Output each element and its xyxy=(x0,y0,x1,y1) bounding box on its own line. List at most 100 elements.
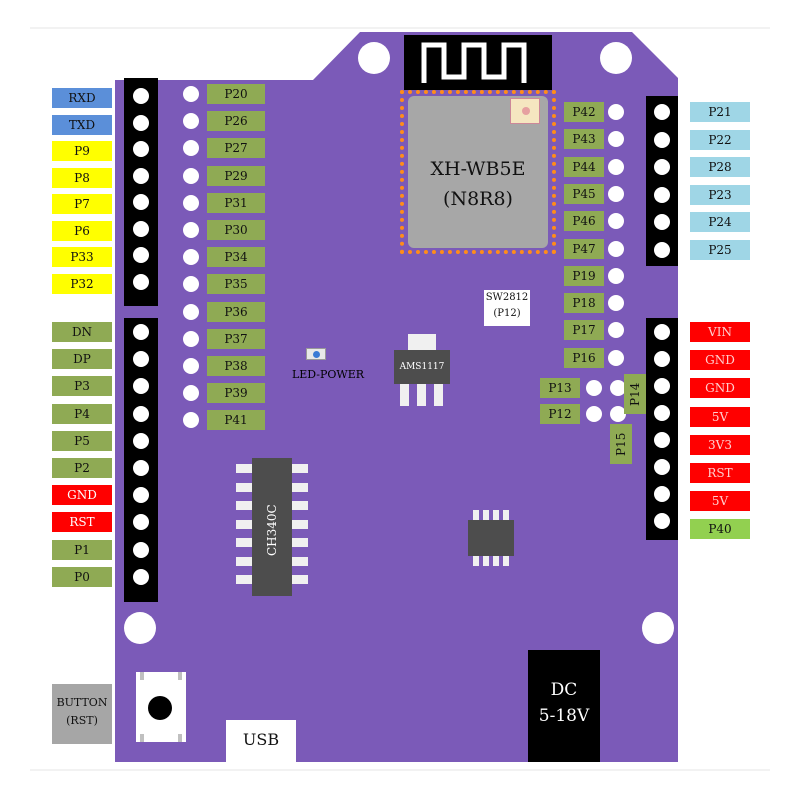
pin-label-p17: P17 xyxy=(564,320,604,341)
dc-label-line2: 5-18V xyxy=(538,706,590,726)
small-chip-leg-bottom xyxy=(503,556,509,566)
inner-left-pin xyxy=(183,194,199,211)
left-label-p32: P32 xyxy=(52,273,112,294)
center-right-pin xyxy=(608,213,624,230)
left-bottom-pin xyxy=(133,514,149,531)
left-top-pin xyxy=(133,114,149,131)
right-label-rst-5: RST xyxy=(690,463,750,483)
pin-label-p46: P46 xyxy=(564,211,604,232)
left-top-header xyxy=(124,78,158,306)
right-label-p21: P21 xyxy=(690,102,750,122)
ch340c-leg-right xyxy=(292,501,308,510)
right-bottom-pin xyxy=(654,378,670,394)
pin-label-p38: P38 xyxy=(207,356,265,376)
right-bottom-pin xyxy=(654,459,670,475)
left-bottom-pin xyxy=(133,378,149,395)
inner-left-pin xyxy=(183,249,199,266)
right-bottom-pin xyxy=(654,405,670,421)
p13-p12-pin-b xyxy=(610,380,626,396)
left-bottom-pin xyxy=(133,487,149,504)
pin-label-p35: P35 xyxy=(207,274,265,295)
right-label-p24: P24 xyxy=(690,212,750,232)
led-power-label: LED-POWER xyxy=(291,368,365,381)
small-chip-leg-bottom xyxy=(483,556,489,566)
right-label-p22: P22 xyxy=(690,129,750,150)
ch340c-leg-left xyxy=(236,501,252,510)
inner-left-pin xyxy=(183,113,199,130)
reset-button-cap-icon xyxy=(148,696,172,720)
inner-left-pin xyxy=(183,167,199,184)
left-bottom-pin xyxy=(133,351,149,368)
left-top-pin xyxy=(133,167,149,184)
left-label-txd: TXD xyxy=(52,114,112,135)
pin-label-p29: P29 xyxy=(207,165,265,186)
pin-label-p18: P18 xyxy=(564,293,604,314)
p13-p12-pin-a xyxy=(586,380,602,396)
right-bottom-pin xyxy=(654,486,670,502)
pin-label-p27: P27 xyxy=(207,138,265,159)
left-label-gnd-6: GND xyxy=(52,485,112,506)
right-bottom-pin xyxy=(654,432,670,448)
right-label-p23: P23 xyxy=(690,184,750,205)
sw2812-label-line1: SW2812 xyxy=(485,292,529,303)
small-chip-leg-bottom xyxy=(473,556,479,566)
regulator-leg-1 xyxy=(400,384,409,406)
left-label-p1-8: P1 xyxy=(52,539,112,560)
pin-label-p19: P19 xyxy=(564,265,604,286)
left-top-pin xyxy=(133,247,149,263)
small-chip-leg-top xyxy=(503,510,509,520)
left-label-p4-3: P4 xyxy=(52,403,112,424)
right-top-header xyxy=(646,96,678,266)
inner-left-pin xyxy=(183,276,199,293)
usb-port xyxy=(226,720,296,762)
ch340c-leg-right xyxy=(292,482,308,492)
regulator-tab xyxy=(408,334,436,352)
left-label-p6: P6 xyxy=(52,220,112,241)
button-label-box xyxy=(52,684,112,744)
ch340c-label: CH340C xyxy=(265,504,279,556)
module-shield-border xyxy=(400,90,556,254)
button-label-line1: BUTTON xyxy=(56,696,108,709)
center-right-pin xyxy=(608,158,624,175)
pin-label-p16: P16 xyxy=(564,347,604,368)
module-antenna xyxy=(404,35,552,90)
left-label-dp-1: DP xyxy=(52,349,112,370)
pin-label-p30: P30 xyxy=(207,220,265,240)
reset-button[interactable] xyxy=(136,672,186,742)
small-chip-leg-top xyxy=(493,510,499,520)
pin-label-p26: P26 xyxy=(207,111,265,132)
pin-label-p37: P37 xyxy=(207,328,265,349)
pin-label-p41: P41 xyxy=(207,410,265,431)
left-bottom-pin xyxy=(133,541,149,558)
pin-label-p13: P13 xyxy=(540,378,580,398)
center-right-pin xyxy=(608,267,624,284)
center-right-pin xyxy=(608,240,624,257)
right-label-p40-7: P40 xyxy=(690,519,750,540)
p13-p12-pin-a xyxy=(586,406,602,422)
right-bottom-pin xyxy=(654,324,670,340)
inner-left-pin xyxy=(183,140,199,157)
dc-label-line1: DC xyxy=(550,680,578,700)
left-label-p33: P33 xyxy=(52,247,112,267)
right-top-pin xyxy=(654,241,670,258)
pin-label-p47: P47 xyxy=(564,238,604,259)
power-led xyxy=(306,348,326,360)
right-top-pin xyxy=(654,131,670,148)
ch340c-leg-right xyxy=(292,538,308,547)
right-label-gnd-2: GND xyxy=(690,378,750,399)
inner-left-pin xyxy=(183,222,199,238)
module-name-line2: (N8R8) xyxy=(443,188,513,210)
right-label-p25: P25 xyxy=(690,239,750,260)
ch340c-leg-left xyxy=(236,538,252,547)
left-bottom-pin xyxy=(133,568,149,585)
ch340c-leg-right xyxy=(292,556,308,566)
small-chip-leg-bottom xyxy=(493,556,499,566)
inner-left-pin xyxy=(183,86,199,102)
left-label-p8: P8 xyxy=(52,167,112,188)
center-right-pin xyxy=(608,295,624,312)
left-top-pin xyxy=(133,220,149,237)
inner-left-pin xyxy=(183,412,199,429)
mounting-hole-bottom-right xyxy=(642,612,674,644)
usb-label: USB xyxy=(242,730,280,749)
right-label-gnd-1: GND xyxy=(690,350,750,371)
